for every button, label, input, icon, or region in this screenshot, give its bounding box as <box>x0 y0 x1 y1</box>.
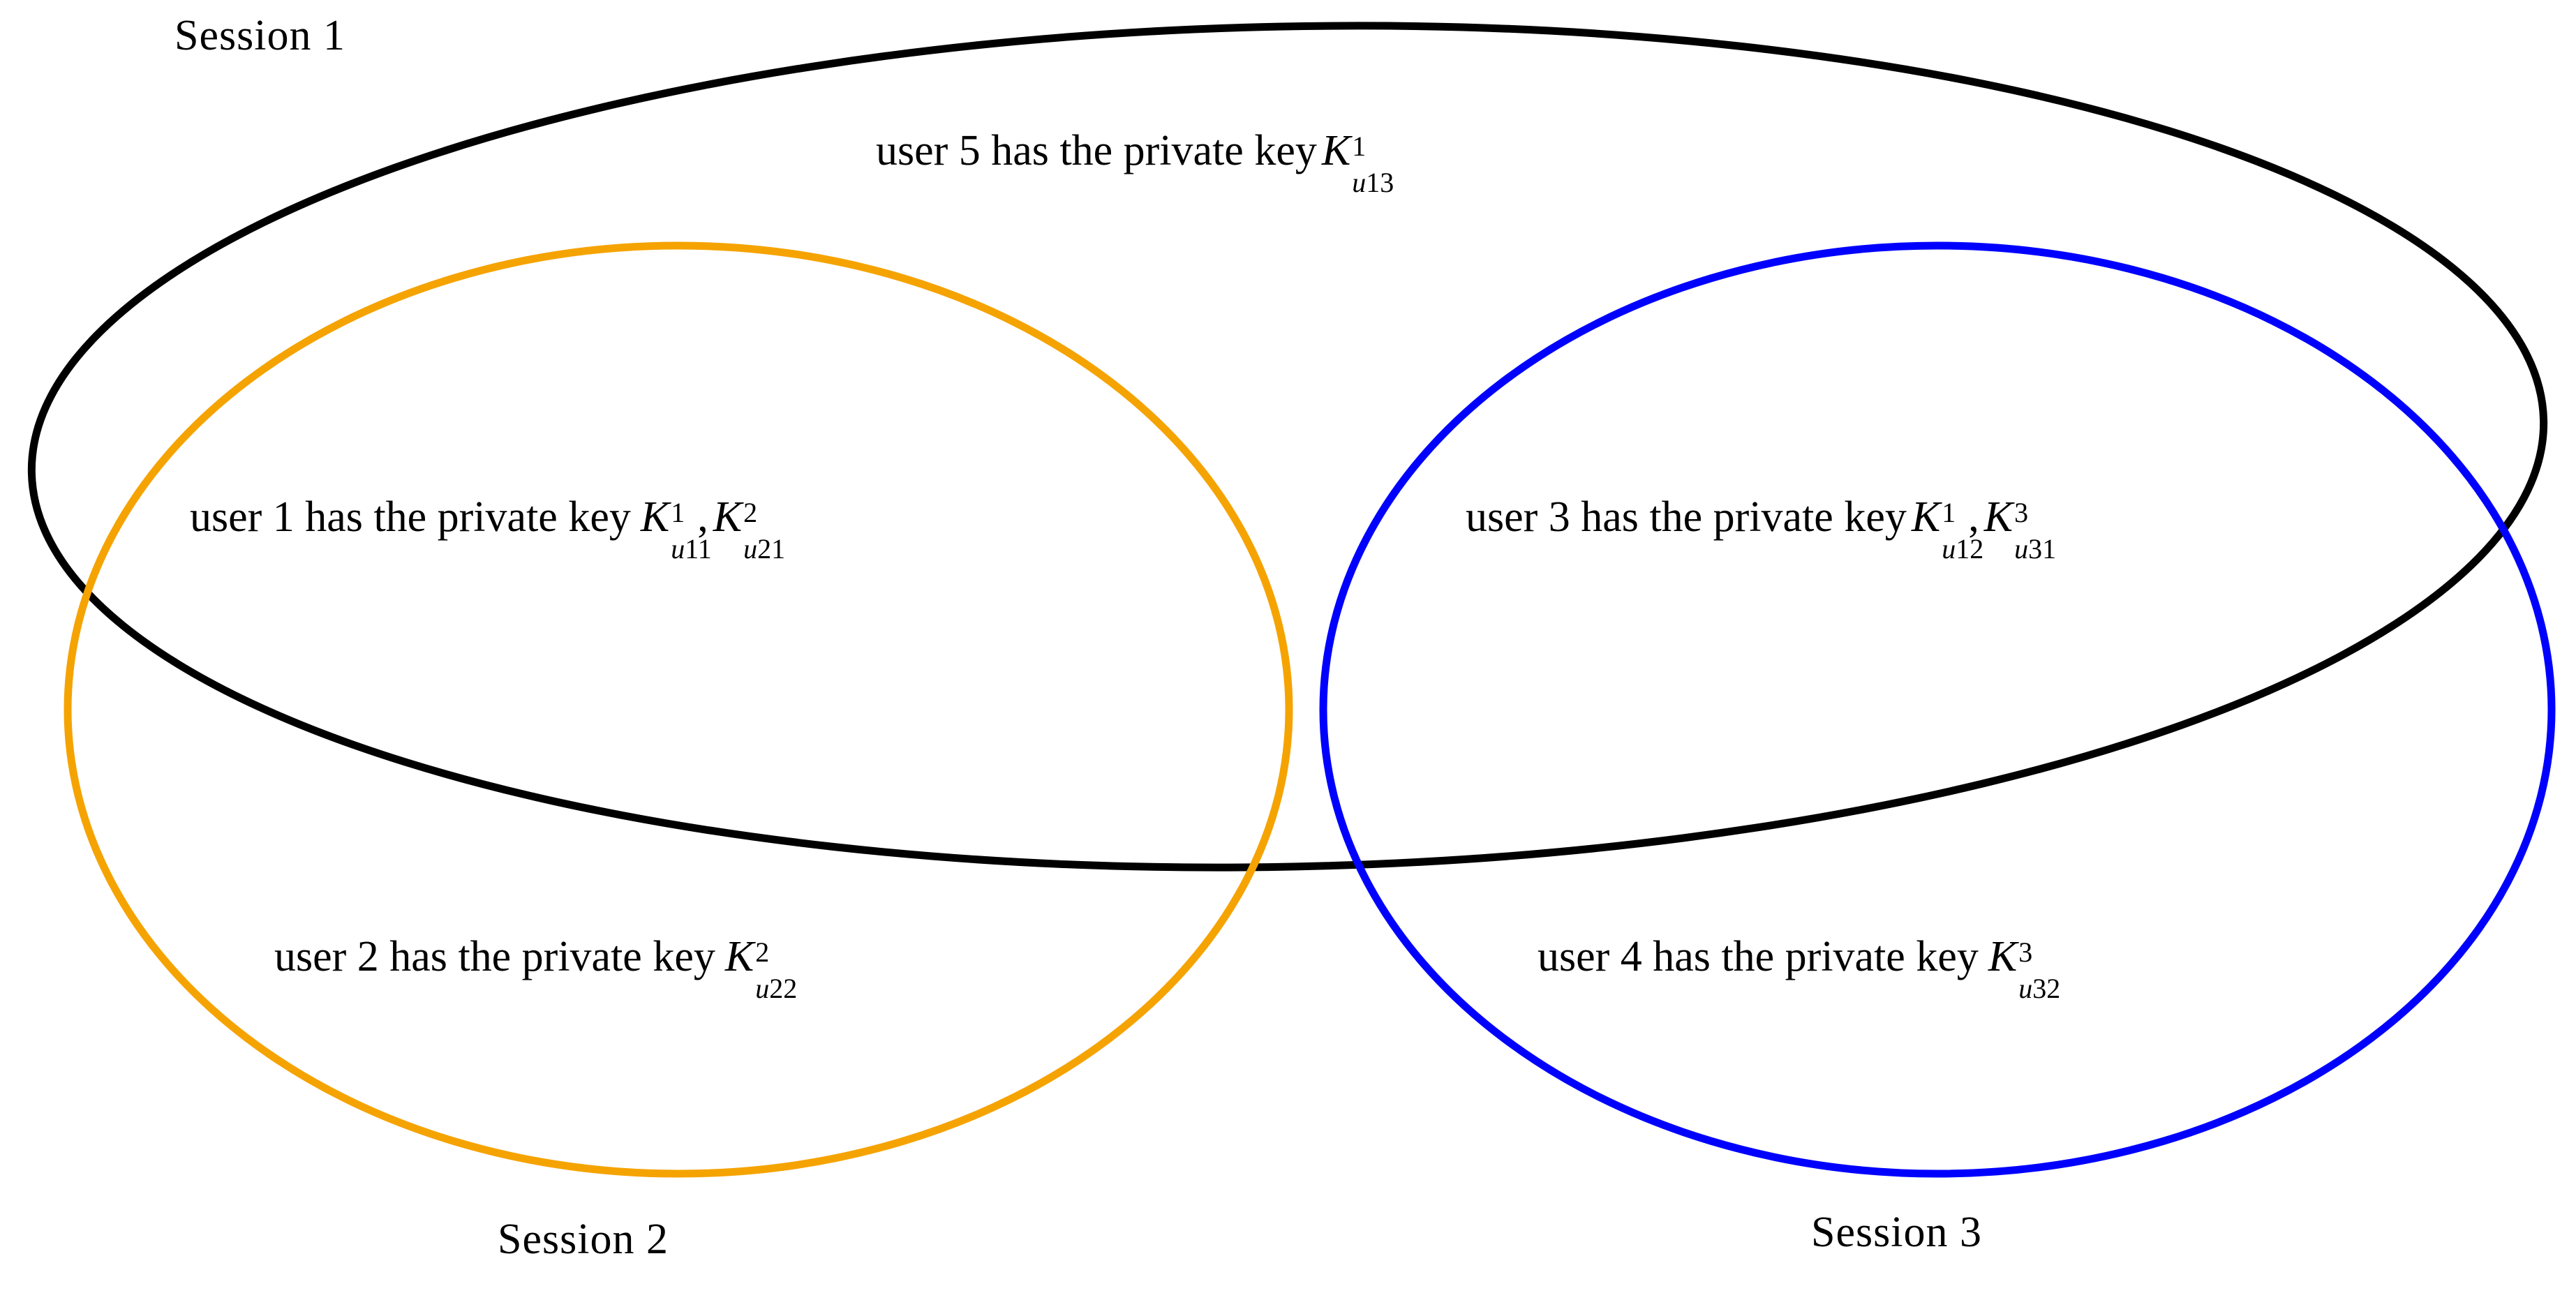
key-base-K: K <box>1321 127 1351 174</box>
key-base-K: K <box>724 933 754 980</box>
user5-prefix-text: user 5 has the private key <box>876 127 1317 174</box>
key-subscript: u13 <box>1352 167 1394 198</box>
key-subscript: u22 <box>755 973 798 1004</box>
key-superscript: 1 <box>671 497 685 528</box>
key-separator-comma: , <box>697 493 708 541</box>
key-separator-comma: , <box>1968 493 1979 541</box>
session2-label-text: Session 2 <box>498 1216 669 1263</box>
user3-prefix-text: user 3 has the private key <box>1466 493 1907 541</box>
key-subscript: u32 <box>2018 973 2061 1004</box>
key-subscript: u12 <box>1942 533 1984 565</box>
key-base-K: K <box>1983 493 2013 541</box>
key-base-K: K <box>1911 493 1941 541</box>
user4-prefix-text: user 4 has the private key <box>1538 933 1979 980</box>
key-superscript: 1 <box>1942 497 1956 528</box>
session1-label-text: Session 1 <box>174 12 345 59</box>
session3-label: Session 3 <box>1811 1211 1982 1254</box>
key-base-K: K <box>1988 933 2018 980</box>
session1-ellipse <box>27 22 2548 872</box>
user1-prefix-text: user 1 has the private key <box>190 493 631 541</box>
session2-ellipse <box>64 241 1293 1178</box>
session2-label: Session 2 <box>498 1218 669 1261</box>
user2-prefix-text: user 2 has the private key <box>274 933 715 980</box>
key-subscript: u21 <box>743 533 786 565</box>
key-subscript: u11 <box>671 533 712 565</box>
session3-ellipse <box>1319 241 2556 1178</box>
key-superscript: 2 <box>755 936 770 968</box>
session1-label: Session 1 <box>174 14 345 57</box>
key-subscript: u31 <box>2014 533 2057 565</box>
key-base-K: K <box>640 493 670 541</box>
key-superscript: 3 <box>2014 497 2029 528</box>
key-base-K: K <box>713 493 743 541</box>
key-superscript: 2 <box>743 497 758 528</box>
key-superscript: 3 <box>2018 936 2033 968</box>
session3-label-text: Session 3 <box>1811 1209 1982 1256</box>
key-superscript: 1 <box>1352 130 1367 162</box>
